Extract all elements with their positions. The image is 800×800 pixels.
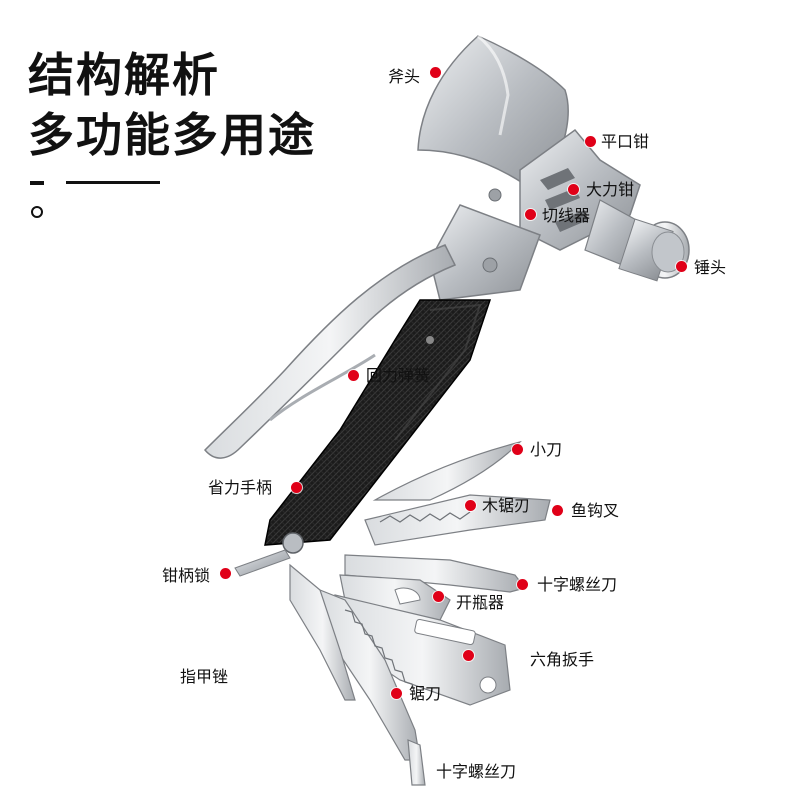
label-small-knife: 小刀 bbox=[530, 440, 563, 459]
hammer-head-shape bbox=[584, 199, 690, 282]
marker-dot-wood-saw bbox=[465, 500, 476, 511]
label-effort-handle: 省力手柄 bbox=[208, 478, 273, 497]
marker-dot-hammer-head bbox=[676, 261, 687, 272]
label-saw-blade: 锯刀 bbox=[409, 684, 442, 703]
marker-dot-bottle-opener bbox=[433, 591, 444, 602]
page-title: 结构解析 bbox=[28, 48, 220, 102]
marker-dot-vise-pliers bbox=[568, 184, 579, 195]
upper-frame-shape bbox=[429, 188, 541, 301]
label-return-spring: 回力弹簧 bbox=[366, 366, 431, 385]
label-phillips-screwdriver-bottom: 十字螺丝刀 bbox=[436, 762, 517, 781]
marker-dot-phillips-screwdriver bbox=[517, 579, 528, 590]
label-vise-pliers: 大力钳 bbox=[586, 180, 635, 199]
label-wire-cutter: 切线器 bbox=[542, 206, 591, 225]
decor-dash-short bbox=[30, 181, 44, 185]
marker-dot-effort-handle bbox=[291, 482, 302, 493]
bottom-screwdriver-shape bbox=[407, 739, 426, 786]
pliers-arm-shape bbox=[203, 244, 457, 459]
marker-dot-saw-blade bbox=[391, 688, 402, 699]
marker-dot-axe bbox=[430, 67, 441, 78]
marker-dot-small-knife bbox=[512, 444, 523, 455]
label-fish-hook-fork: 鱼钩叉 bbox=[571, 501, 620, 520]
label-bottle-opener: 开瓶器 bbox=[456, 593, 505, 612]
label-handle-lock: 钳柄锁 bbox=[162, 566, 211, 585]
wood-saw-shape bbox=[364, 494, 551, 546]
hex-wrench-shape bbox=[334, 594, 511, 706]
label-hammer-head: 锤头 bbox=[694, 258, 727, 277]
label-flat-pliers: 平口钳 bbox=[601, 132, 650, 151]
small-knife-shape bbox=[372, 440, 522, 501]
label-nail-file: 指甲锉 bbox=[180, 667, 229, 686]
marker-dot-hex-wrench bbox=[463, 650, 474, 661]
handle-lock-shape bbox=[234, 532, 304, 577]
page-subtitle: 多功能多用途 bbox=[28, 108, 316, 162]
nail-file-shape bbox=[289, 563, 356, 701]
decor-dash-long bbox=[66, 181, 160, 184]
marker-dot-fish-hook-fork bbox=[552, 505, 563, 516]
marker-dot-flat-pliers bbox=[585, 136, 596, 147]
label-hex-wrench: 六角扳手 bbox=[530, 650, 595, 669]
marker-dot-return-spring bbox=[348, 370, 359, 381]
label-phillips-screwdriver: 十字螺丝刀 bbox=[537, 575, 618, 594]
return-spring-shape bbox=[269, 353, 376, 422]
label-axe: 斧头 bbox=[388, 67, 421, 86]
label-wood-saw: 木锯刃 bbox=[482, 496, 531, 515]
marker-dot-handle-lock bbox=[220, 568, 231, 579]
decor-ring bbox=[31, 206, 43, 218]
marker-dot-wire-cutter bbox=[525, 209, 536, 220]
